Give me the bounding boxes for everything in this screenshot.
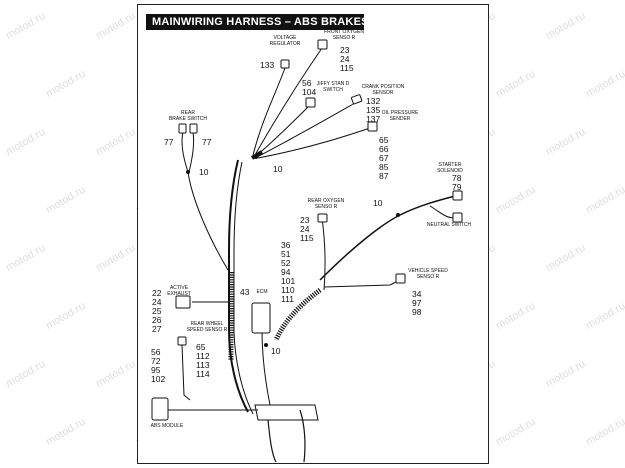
frame-tube-left [267, 419, 277, 463]
ecm-body [251, 302, 271, 334]
main-trunk-wire-b [233, 161, 254, 415]
num-ecm-clip: 10 [271, 346, 281, 356]
frame-tube-right [299, 409, 306, 463]
rear-wheel-connector [177, 336, 187, 346]
num-voltage-regulator: 133 [260, 60, 275, 70]
vehicle-speed-connector [395, 273, 406, 284]
num-ecm: 43 [240, 287, 250, 297]
harness-bundle [250, 150, 264, 160]
label-neutral-switch: NEUTRAL SWITCH [426, 222, 472, 228]
main-trunk-wire [228, 159, 249, 413]
wire-rear-brake-run [187, 171, 229, 271]
num-neutral-clip: 10 [373, 198, 383, 208]
wire-to-crank-position [256, 102, 356, 158]
num-rear-brake-clip: 10 [199, 167, 209, 177]
label-ecm: ECM [256, 289, 268, 295]
clip-rear-brake [186, 170, 190, 174]
wire-to-rear-wheel [181, 344, 191, 401]
wire-to-oil-pressure [257, 127, 371, 159]
starter-solenoid-connector [452, 190, 463, 201]
frame-bracket [254, 404, 319, 421]
neutral-switch-connector [452, 212, 463, 223]
clip-ecm [264, 343, 268, 347]
wire-to-front-oxygen [254, 47, 323, 156]
diagram-title: MAINWIRING HARNESS – ABS BRAKES [146, 14, 368, 30]
wire-rear-brake-left [181, 131, 189, 173]
rear-brake-left-connector [178, 123, 187, 134]
wire-rear-brake-right [188, 131, 195, 173]
rear-brake-right-connector [189, 123, 198, 134]
num-harness-clip: 10 [273, 164, 283, 174]
abs-module-body [151, 397, 169, 421]
front-oxygen-connector [317, 39, 328, 50]
wire-to-neutral-switch [429, 205, 456, 219]
label-abs-module: ABS MODULE [150, 423, 184, 429]
clip-neutral [396, 213, 400, 217]
voltage-regulator-connector [280, 59, 290, 69]
oil-pressure-connector [367, 121, 378, 132]
clip-harness [254, 155, 258, 159]
jiffy-stand-connector [305, 97, 316, 108]
active-exhaust-connector [175, 295, 191, 309]
crank-position-connector [350, 94, 363, 105]
wire-to-rear-oxygen [321, 217, 326, 291]
num-rear-brake-right: 77 [202, 137, 212, 147]
wire-to-voltage-regulator [252, 67, 286, 156]
rear-oxygen-connector [317, 213, 328, 223]
ecm-to-bottom [261, 329, 271, 406]
wire-to-vehicle-speed [323, 279, 401, 288]
num-rear-brake-left: 77 [164, 137, 174, 147]
diagram-frame [137, 4, 489, 464]
